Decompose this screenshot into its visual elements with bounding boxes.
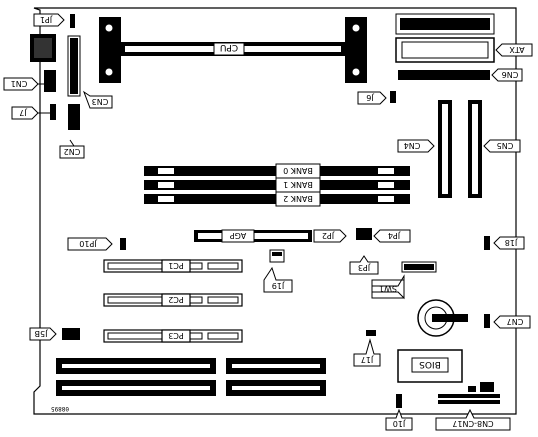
j7-header — [50, 104, 56, 120]
jp10-callout — [67, 237, 113, 251]
battery — [417, 299, 468, 337]
jp2-callout — [313, 229, 347, 243]
jp10-header — [120, 238, 126, 250]
j5b-label: J5B — [35, 329, 49, 338]
cn3-callout — [82, 90, 113, 109]
pci-slot-3 — [103, 329, 243, 343]
left-io-block — [30, 34, 81, 97]
sw1-label: SW1 — [379, 284, 397, 293]
j6-header — [390, 91, 396, 103]
pc1-label: PC1 — [168, 261, 184, 270]
j5b-callout — [29, 327, 57, 341]
j7-callout — [11, 106, 39, 120]
cn2-label: CN2 — [64, 147, 81, 156]
pci-slot-2 — [103, 293, 243, 307]
cn5-label: CN5 — [497, 141, 514, 150]
j6-callout — [357, 91, 387, 105]
atx-label: ATX — [509, 45, 525, 54]
cn2-header — [68, 104, 80, 130]
cn5-connector-inner — [472, 104, 478, 194]
jp2-jp3-header — [356, 228, 372, 240]
sw1-switch-body — [404, 264, 434, 270]
cn1-callout — [3, 77, 39, 91]
board-code: 08895 — [51, 405, 69, 412]
cn8-cn17-headers — [438, 382, 500, 404]
cn7-callout — [493, 315, 531, 329]
jp2-label: JP2 — [322, 231, 335, 240]
cn5-callout — [483, 139, 521, 153]
cn6-callout — [491, 68, 523, 82]
j7-label: J7 — [19, 108, 27, 117]
j10-label: J10 — [393, 419, 407, 428]
dimm-banks — [144, 163, 410, 207]
bank2-label: BANK 2 — [283, 194, 313, 203]
j17-label: J17 — [361, 355, 375, 364]
cn1-label: CN1 — [11, 79, 28, 88]
agp-label-box — [221, 229, 255, 243]
atx-connector — [395, 13, 495, 63]
j5b-header — [62, 328, 80, 340]
j17-header — [366, 330, 376, 336]
agp-label: AGP — [230, 231, 247, 240]
bios-label-box — [411, 357, 449, 373]
j17-callout — [353, 338, 381, 367]
cn7-header — [484, 314, 490, 328]
cn7-label: CN7 — [507, 317, 524, 326]
pc2-label: PC2 — [168, 295, 184, 304]
j18-label: J18 — [505, 238, 519, 247]
jp10-label: JP10 — [79, 239, 97, 248]
jp4-label: JP4 — [388, 231, 401, 240]
cpu-slot — [99, 17, 367, 83]
j19-label: J19 — [272, 281, 286, 290]
j10-callout — [385, 408, 413, 431]
isa-slots — [56, 358, 326, 396]
jp1-callout — [33, 13, 75, 28]
j19-callout — [263, 266, 293, 293]
j6-label: J6 — [366, 93, 374, 102]
pci-slot-1 — [103, 259, 243, 273]
sw1-callout — [371, 274, 405, 300]
cpu-label: CPU — [220, 42, 238, 52]
jp3-label: JP3 — [358, 263, 371, 272]
cn2-callout — [59, 139, 85, 159]
j10-header — [396, 394, 402, 408]
bios-label: BIOS — [419, 359, 441, 369]
jp4-callout — [373, 229, 411, 243]
pc3-label: PC3 — [168, 331, 184, 340]
jp1-label: JP1 — [40, 15, 53, 24]
cn4-label: CN4 — [404, 141, 421, 150]
cn8-cn17-label: CN8-CN17 — [452, 419, 493, 428]
cn6-label: CN6 — [502, 70, 519, 79]
cn6-connector — [398, 70, 490, 80]
bank1-label: BANK 1 — [283, 180, 313, 189]
j18-callout — [493, 236, 525, 250]
cn8-cn17-callout — [435, 408, 511, 431]
bank0-label: BANK 0 — [283, 166, 313, 175]
atx-callout — [495, 43, 533, 57]
cn3-label: CN3 — [92, 97, 109, 106]
jp3-callout — [349, 255, 379, 275]
j19-header-pins — [272, 252, 282, 256]
cn4-callout — [397, 139, 435, 153]
cn4-connector-inner — [442, 104, 448, 194]
j18-header — [484, 236, 490, 250]
